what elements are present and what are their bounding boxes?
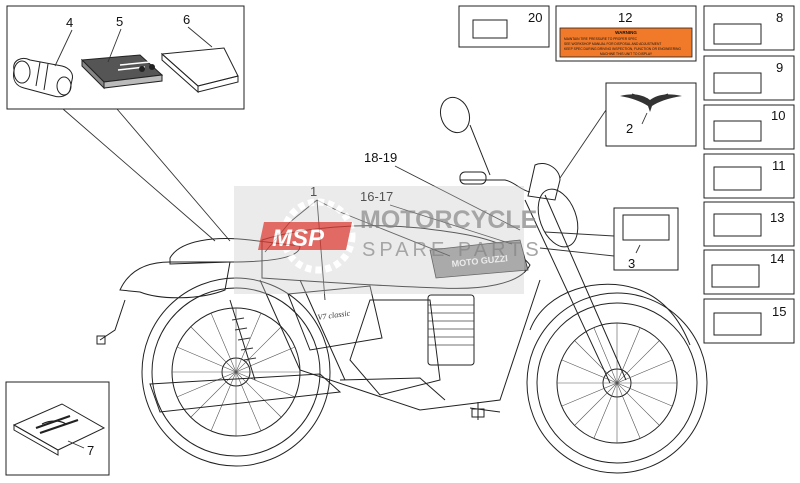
decal-box-11: 11 <box>703 153 795 199</box>
callout-8: 8 <box>776 10 783 25</box>
callout-2: 2 <box>626 121 633 136</box>
warning-line-3: KEEP SPEC DURING DRIVING INSPECTION, FUN… <box>564 47 681 51</box>
callout-10: 10 <box>771 108 785 123</box>
callout-12: 12 <box>618 10 632 25</box>
decal-box-14: 14 <box>703 249 795 295</box>
decal-box-15: 15 <box>703 298 795 344</box>
owner-manual-illustration <box>80 54 164 90</box>
inset-box-manuals: 4 5 6 <box>6 5 245 110</box>
tool-roll-illustration <box>13 57 73 98</box>
callout-11: 11 <box>772 158 786 173</box>
eagle-emblem-icon <box>620 93 682 112</box>
decal-box-9: 9 <box>703 55 795 101</box>
motorcycle-illustration: MOTO GUZZI V7 classic <box>96 96 708 474</box>
side-cover-logo: V7 classic <box>317 308 351 322</box>
callout-4: 4 <box>66 15 73 30</box>
callout-5: 5 <box>116 14 123 29</box>
callout-16-17: 16-17 <box>360 189 393 204</box>
callout-3: 3 <box>628 256 635 271</box>
watermark: MSP MOTORCYCLE SPARE PARTS <box>234 186 543 294</box>
callout-7: 7 <box>87 443 94 458</box>
booklet-illustration <box>160 47 239 94</box>
warning-heading: WARNING <box>615 30 637 35</box>
decal-box-12-warning-label: 12 WARNING MAINTAIN TIRE PRESSURE TO PRO… <box>555 5 697 62</box>
callout-14: 14 <box>770 251 784 266</box>
warning-line-2: SEE WORKSHOP MANUAL FOR DISPOSAL AND ADJ… <box>564 42 661 46</box>
callout-9: 9 <box>776 60 783 75</box>
warning-line-1: MAINTAIN TIRE PRESSURE TO PROPER SPEC <box>564 37 638 41</box>
callout-13: 13 <box>770 210 784 225</box>
callout-15: 15 <box>772 304 786 319</box>
inset-box-seat-cover: 7 <box>5 381 110 476</box>
warning-line-4: MACHINE THIS UNIT TO DISPLAY <box>600 52 653 56</box>
decal-box-8: 8 <box>703 5 795 51</box>
callout-18-19: 18-19 <box>364 150 397 165</box>
watermark-line-2: SPARE PARTS <box>362 239 543 261</box>
watermark-line-1: MOTORCYCLE <box>360 206 537 234</box>
decal-box-3: 3 <box>539 207 679 271</box>
callout-20: 20 <box>528 10 542 25</box>
decal-box-13: 13 <box>703 201 795 247</box>
watermark-gear-icon <box>280 198 356 274</box>
callout-1: 1 <box>310 184 317 199</box>
callout-6: 6 <box>183 12 190 27</box>
watermark-badge: MSP <box>272 225 325 252</box>
decal-box-20: 20 <box>458 5 550 48</box>
decal-box-2-eagle-emblem: 2 <box>559 82 697 179</box>
decal-box-10: 10 <box>703 104 795 150</box>
